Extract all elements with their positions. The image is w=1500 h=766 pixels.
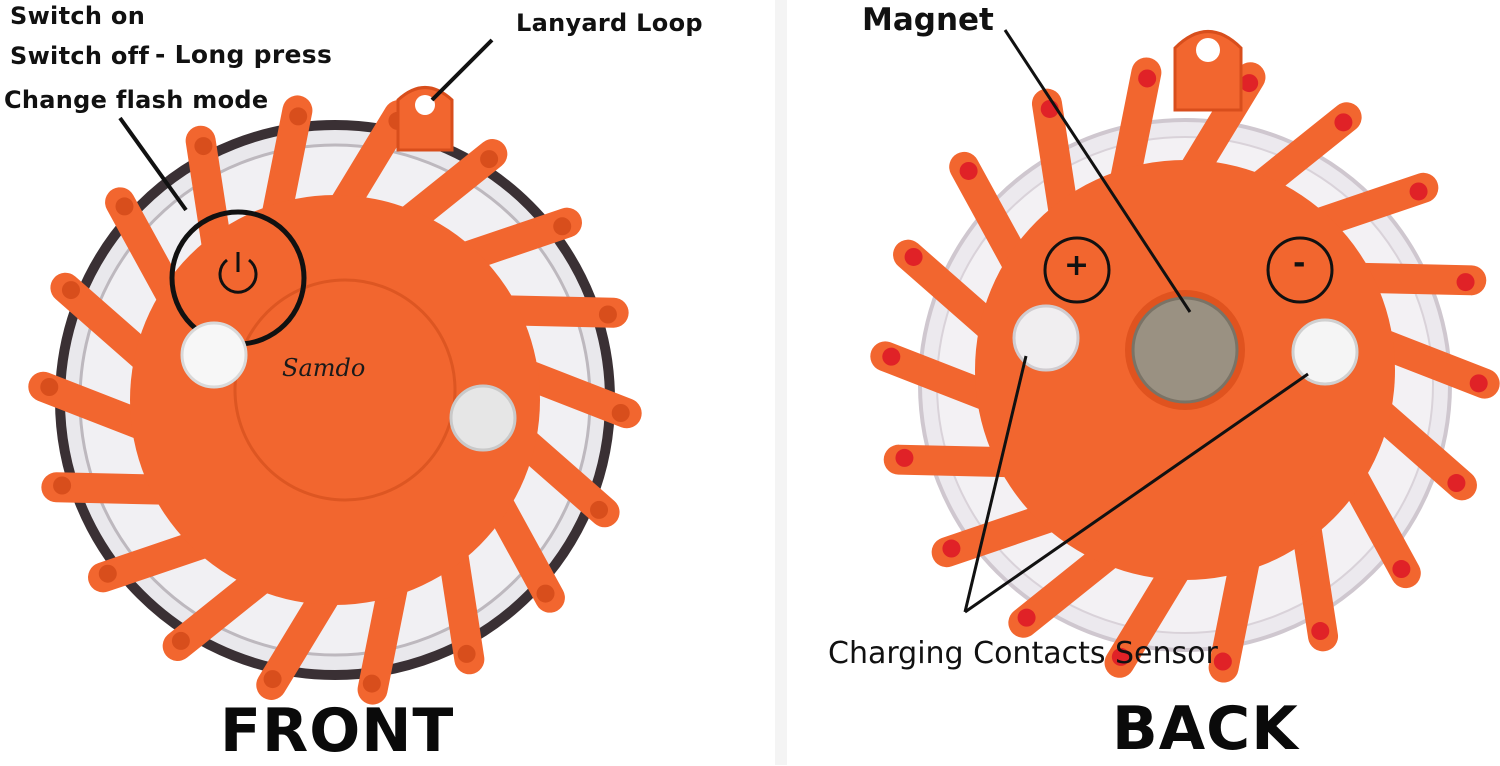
- fin-tip: [611, 403, 630, 422]
- fin-tip: [1017, 608, 1036, 627]
- fin-tip: [40, 378, 59, 397]
- back-view: Magnet + - Charging Contacts Sensor BACK: [790, 0, 1500, 765]
- switch-off-label: Switch off: [10, 42, 150, 70]
- front-center-disc: [233, 278, 457, 502]
- front-contact-right: [449, 384, 517, 452]
- brand-logo: Samdo: [282, 354, 366, 382]
- change-flash-mode-label: Change flash mode: [4, 86, 269, 114]
- fin-tip: [194, 137, 213, 156]
- fin-tip: [904, 247, 923, 266]
- long-press-label: - Long press: [155, 40, 333, 69]
- plus-icon: +: [1064, 248, 1090, 283]
- fin-tip: [1311, 622, 1330, 641]
- back-title: BACK: [1112, 694, 1299, 764]
- fin-tip: [895, 448, 914, 467]
- fin-tip: [1447, 474, 1466, 493]
- switch-on-label: Switch on: [10, 2, 146, 30]
- magnet-label: Magnet: [862, 2, 994, 38]
- fin-tip: [590, 500, 609, 519]
- fin-tip: [1213, 652, 1232, 671]
- front-view: Switch on Switch off - Long press Change…: [4, 2, 703, 766]
- fin-tip: [61, 281, 80, 300]
- charging-pointer-line-right: [964, 372, 1309, 614]
- minus-marker-ring: [1266, 236, 1334, 304]
- fin-tip: [98, 564, 117, 583]
- fin-tip: [457, 644, 476, 663]
- fin-tip: [553, 217, 572, 236]
- fin-tip: [53, 476, 72, 495]
- fin-tip: [1409, 182, 1428, 201]
- fin-tip: [480, 150, 499, 169]
- fin-tip: [1334, 113, 1353, 132]
- front-beacon-illustration: [28, 38, 642, 705]
- fin-tip: [1469, 374, 1488, 393]
- charging-contacts-label: Charging Contacts Sensor: [828, 636, 1218, 671]
- front-orange-body: [130, 195, 540, 605]
- lanyard-loop: [396, 86, 454, 152]
- fin-tip: [959, 161, 978, 180]
- plus-marker-ring: [1043, 236, 1111, 304]
- front-contact-left: [180, 321, 248, 389]
- front-title: FRONT: [220, 696, 455, 766]
- fin-tip: [362, 674, 381, 693]
- charging-pointer-line-left: [963, 355, 1028, 613]
- power-pointer-line: [118, 116, 188, 212]
- fin-tip: [1138, 69, 1157, 88]
- fin-tip: [263, 670, 282, 689]
- fin-tip: [171, 631, 190, 650]
- fin-tip: [1111, 647, 1130, 666]
- magnet-pointer-line: [1003, 29, 1192, 313]
- fin-tip: [536, 584, 555, 603]
- fin-tip: [882, 347, 901, 366]
- lanyard-loop-label: Lanyard Loop: [516, 9, 703, 37]
- fin-tip: [598, 305, 617, 324]
- positive-contact: [1012, 304, 1080, 372]
- negative-contact: [1291, 318, 1359, 386]
- fin-tip: [115, 197, 134, 216]
- back-beacon-illustration: [870, 29, 1500, 683]
- fin-tip: [1456, 273, 1475, 292]
- panel-divider: [775, 0, 787, 765]
- fin-tip: [1240, 74, 1259, 93]
- power-icon: [218, 252, 258, 294]
- fin-tip: [1392, 560, 1411, 579]
- lanyard-pointer-line: [430, 38, 494, 102]
- fin-tip: [289, 107, 308, 126]
- back-lanyard-loop: [1173, 30, 1243, 112]
- minus-icon: -: [1293, 246, 1306, 281]
- fin-tip: [942, 539, 961, 558]
- magnet: [1131, 296, 1239, 404]
